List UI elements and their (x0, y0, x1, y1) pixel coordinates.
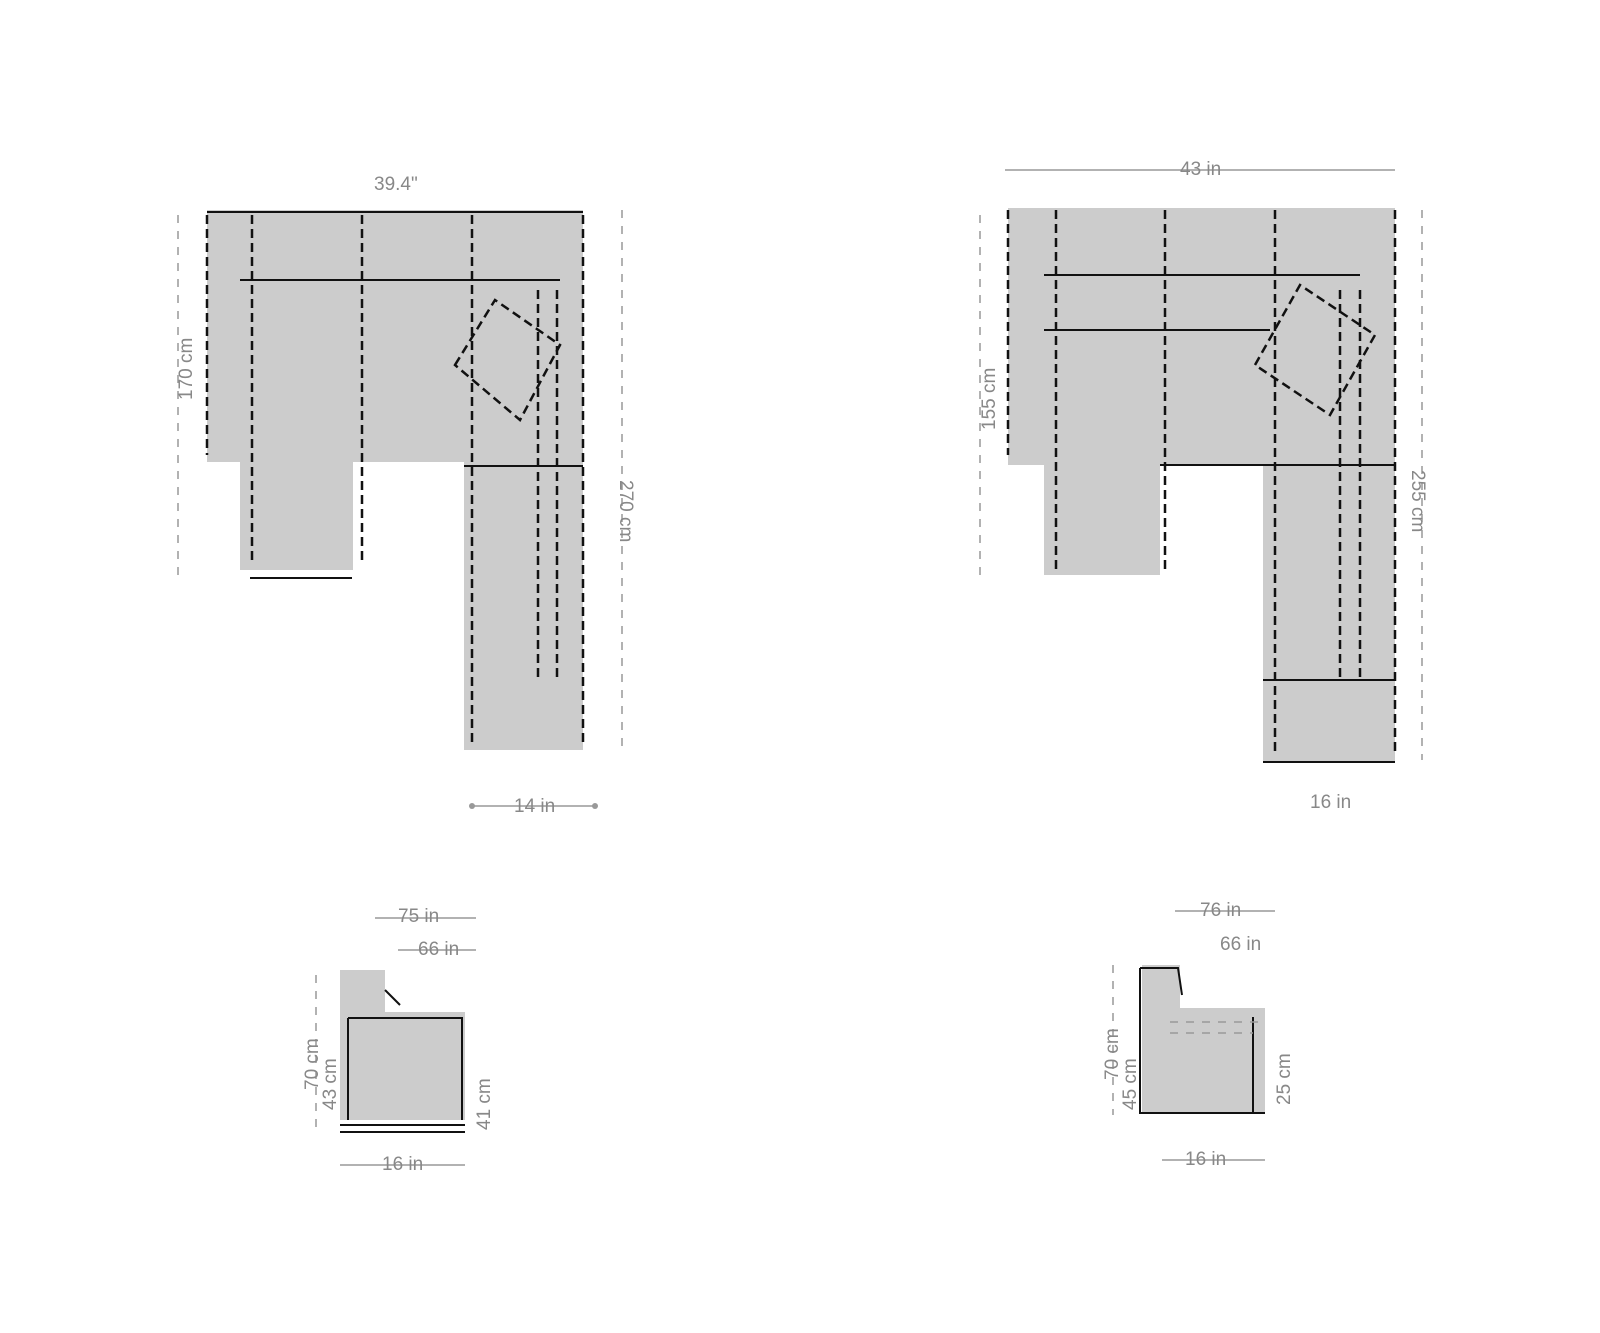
right-plan-module-label: 16 in (1310, 792, 1351, 813)
right-plan-view: 43 in 155 cm 255 cm 16 in (979, 159, 1428, 813)
left-side-seat-height-label: 43 cm (320, 1058, 341, 1110)
right-side-seat-height-label: 45 cm (1120, 1058, 1141, 1110)
left-plan-module-label: 14 in (514, 796, 555, 817)
left-side-width-label: 16 in (382, 1154, 423, 1175)
left-side-arm-height-label: 41 cm (474, 1078, 495, 1130)
right-side-depth-label: 76 in (1200, 900, 1241, 921)
right-side-width-label: 16 in (1185, 1149, 1226, 1170)
right-side-view: 76 in 66 in 70 cm 45 cm 25 cm 16 in (1102, 900, 1295, 1170)
left-plan-length-label: 270 cm (615, 480, 636, 542)
left-side-seat-depth-label: 66 in (418, 939, 459, 960)
left-side-view: 75 in 66 in 70 cm 43 cm 41 cm 16 in (302, 906, 495, 1175)
left-plan-view: 39.4" 170 cm 270 cm 14 in (176, 174, 636, 817)
right-plan-width-label: 43 in (1180, 159, 1221, 180)
right-side-arm-height-label: 25 cm (1274, 1053, 1295, 1105)
left-plan-width-label: 39.4" (374, 174, 418, 195)
left-plan-depth-label: 170 cm (176, 338, 197, 400)
right-side-seat-depth-label: 66 in (1220, 934, 1261, 955)
right-plan-depth-label: 155 cm (979, 368, 1000, 430)
left-side-depth-label: 75 in (398, 906, 439, 927)
right-side-height-label: 70 cm (1102, 1028, 1123, 1080)
right-plan-length-label: 255 cm (1407, 470, 1428, 532)
left-side-height-label: 70 cm (302, 1038, 323, 1090)
